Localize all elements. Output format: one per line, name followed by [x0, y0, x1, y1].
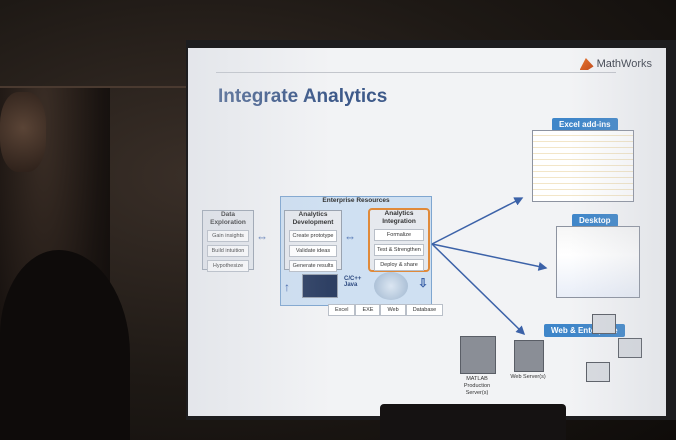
- deploy-share-item: Deploy & share: [374, 259, 424, 271]
- web-server-label: Web Server(s): [510, 374, 546, 380]
- deployment-targets-row: Excel EXE Web Database: [328, 304, 444, 316]
- hypothesize-item: Hypothesize: [207, 260, 249, 272]
- validate-ideas-item: Validate ideas: [289, 245, 337, 257]
- exe-target: EXE: [355, 304, 381, 316]
- app-preview-thumbnail: [302, 274, 338, 298]
- web-target: Web: [380, 304, 406, 316]
- database-target: Database: [405, 304, 444, 316]
- generate-results-item: Generate results: [289, 260, 337, 272]
- projected-slide: MathWorks Integrate Analytics Data Explo…: [188, 48, 666, 416]
- wall-trim: [0, 86, 200, 88]
- analytics-integration-header: Analytics Integration: [382, 210, 416, 225]
- mathworks-logo: MathWorks: [579, 58, 652, 70]
- languages-label: C/C++ Java: [344, 276, 362, 288]
- membrane-logo-icon: [579, 58, 594, 70]
- desktop-label: Desktop: [572, 214, 618, 227]
- gain-insights-item: Gain insights: [207, 230, 249, 242]
- formalize-item: Formalize: [374, 229, 424, 241]
- enterprise-resources-header: Enterprise Resources: [322, 197, 390, 204]
- double-arrow-icon: ⇔: [344, 230, 356, 244]
- compiler-gear-icon: [374, 272, 408, 300]
- matlab-production-server-label: MATLAB Production Server(s): [463, 376, 491, 396]
- audience-chairs: [380, 404, 566, 440]
- feedback-arrow-icon: ↑: [284, 280, 290, 294]
- analytics-integration-box: Analytics Integration Formalize Test & S…: [368, 208, 430, 272]
- slide-title: Integrate Analytics: [218, 86, 388, 107]
- data-exploration-box: Data Exploration Gain insights Build int…: [202, 210, 254, 272]
- data-exploration-header: Data Exploration: [210, 211, 246, 226]
- brand-text: MathWorks: [596, 58, 652, 70]
- create-prototype-item: Create prototype: [289, 230, 337, 242]
- build-intuition-item: Build intuition: [207, 245, 249, 257]
- excel-target: Excel: [328, 304, 356, 316]
- monitor-icon: [618, 338, 642, 358]
- analytics-development-header: Analytics Development: [292, 211, 334, 226]
- down-arrow-icon: ⇩: [418, 276, 429, 290]
- web-server-icon: [514, 340, 544, 372]
- double-arrow-icon: ⇔: [256, 230, 268, 244]
- desktop-plot-thumbnail: [556, 226, 640, 298]
- slide-divider: [216, 72, 616, 73]
- fan-out-arrows: [431, 197, 548, 336]
- excel-addins-label: Excel add-ins: [552, 118, 618, 131]
- presenter-head: [0, 92, 46, 172]
- matlab-server-icon: [460, 336, 496, 374]
- monitor-icon: [592, 314, 616, 334]
- monitor-icon: [586, 362, 610, 382]
- analytics-development-box: Analytics Development Create prototype V…: [284, 210, 342, 272]
- test-strengthen-item: Test & Strengthen: [374, 244, 424, 256]
- audience-head-silhouette: [0, 250, 130, 440]
- excel-spreadsheet-thumbnail: [532, 130, 634, 202]
